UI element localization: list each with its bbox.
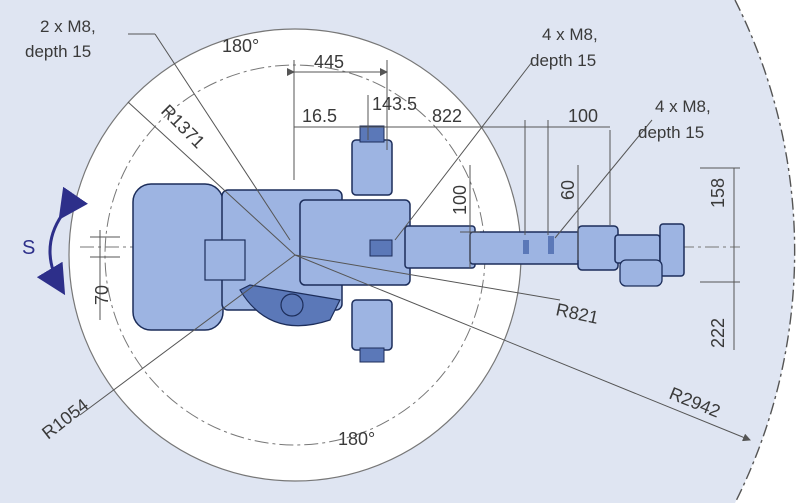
arm-housing: [299, 199, 411, 286]
note-center-line2: depth 15: [530, 51, 596, 70]
note-center-line1: 4 x M8,: [542, 25, 598, 44]
dim-100-top: 100: [568, 106, 598, 126]
note-right-line2: depth 15: [638, 123, 704, 142]
dim-445: 445: [314, 52, 344, 72]
dim-16-5: 16.5: [302, 106, 337, 126]
wrist: [577, 225, 619, 271]
rotation-arrow-icon: [36, 186, 88, 296]
angle-bottom: 180°: [338, 429, 375, 449]
note-right-line1: 4 x M8,: [655, 97, 711, 116]
dimension-lines: [79, 33, 751, 442]
angle-top: 180°: [222, 36, 259, 56]
motor-bottom: [351, 299, 393, 351]
note-left-line2: depth 15: [25, 42, 91, 61]
robot-top-view: [132, 125, 685, 363]
axis-label-s: S: [22, 237, 35, 259]
dim-822: 822: [432, 106, 462, 126]
tool-flange: [659, 223, 685, 277]
motor-top: [351, 139, 393, 196]
dim-60: 60: [558, 180, 578, 200]
dim-222: 222: [708, 318, 728, 348]
outer-envelope-boundary: [734, 0, 796, 503]
dim-70: 70: [92, 285, 112, 305]
dim-158: 158: [708, 178, 728, 208]
dim-100-vertical: 100: [450, 185, 470, 215]
note-left-line1: 2 x M8,: [40, 17, 96, 36]
dim-143-5: 143.5: [372, 94, 417, 114]
